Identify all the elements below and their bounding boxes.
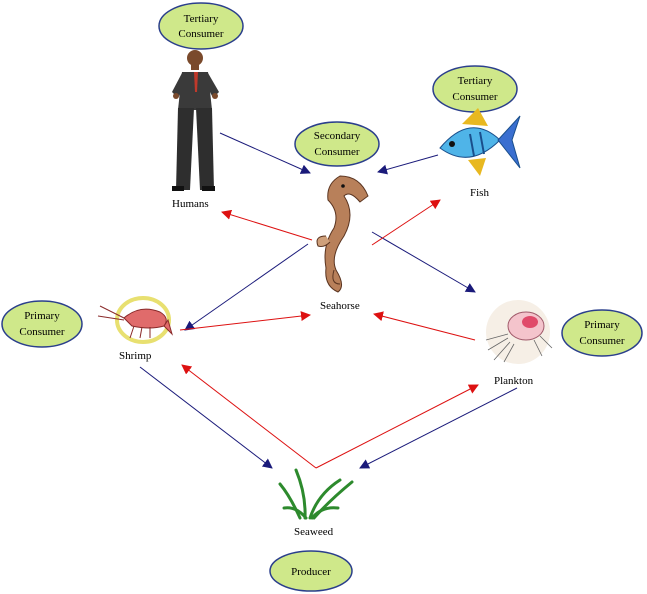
- bubble-line-2: Consumer: [452, 91, 498, 103]
- role-bubble-tertiary-right: Tertiary Consumer: [432, 65, 518, 113]
- arrow-seahorse-to-humans: [221, 209, 313, 241]
- arrow-seahorse-to-fish: [371, 199, 441, 246]
- bubble-line-1: Secondary: [314, 130, 361, 142]
- arrow-seahorse-to-shrimp: [184, 243, 309, 331]
- label-seaweed: Seaweed: [294, 526, 334, 538]
- bubble-line-2: Consumer: [314, 146, 360, 158]
- shrimp-illustration: [97, 296, 174, 344]
- role-bubble-primary-left: Primary Consumer: [1, 300, 83, 348]
- arrow-plankton-to-seaweed: [359, 387, 518, 469]
- label-fish: Fish: [470, 187, 489, 199]
- bubble-line-1: Producer: [291, 566, 331, 578]
- label-shrimp: Shrimp: [119, 350, 152, 362]
- seahorse-illustration: [316, 175, 369, 293]
- role-bubble-primary-right: Primary Consumer: [561, 309, 643, 357]
- arrow-seahorse-to-plankton: [371, 231, 476, 293]
- arrow-humans-to-seahorse: [219, 132, 311, 174]
- role-bubble-tertiary-top: Tertiary Consumer: [158, 2, 244, 50]
- plankton-illustration: [485, 300, 553, 364]
- role-bubble-producer: Producer: [269, 550, 353, 592]
- seaweed-illustration: [278, 468, 354, 520]
- blue-arrows: [139, 132, 518, 469]
- arrow-shrimp-to-seahorse: [179, 311, 311, 331]
- arrow-seaweed-to-shrimp-and-plankton: [181, 364, 317, 469]
- bubble-line-2: Consumer: [178, 28, 224, 40]
- bubble-line-1: Primary: [584, 319, 620, 331]
- bubble-line-2: Consumer: [19, 326, 65, 338]
- role-bubble-secondary: Secondary Consumer: [294, 121, 380, 167]
- fish-illustration: [439, 108, 521, 176]
- bubble-line-2: Consumer: [579, 335, 625, 347]
- label-humans: Humans: [172, 198, 209, 210]
- bubble-line-1: Tertiary: [458, 75, 493, 87]
- label-seahorse: Seahorse: [320, 300, 360, 312]
- human-illustration: [172, 50, 219, 191]
- red-arrows: [179, 199, 479, 469]
- arrow-fish-to-seahorse: [377, 154, 439, 175]
- arrow-plankton-to-seahorse: [373, 311, 476, 341]
- bubble-line-1: Primary: [24, 310, 60, 322]
- label-plankton: Plankton: [494, 375, 534, 387]
- arrow-shrimp-to-seaweed: [139, 366, 273, 469]
- bubble-line-1: Tertiary: [184, 13, 219, 25]
- arrow-seaweed-to-plankton: [315, 384, 479, 469]
